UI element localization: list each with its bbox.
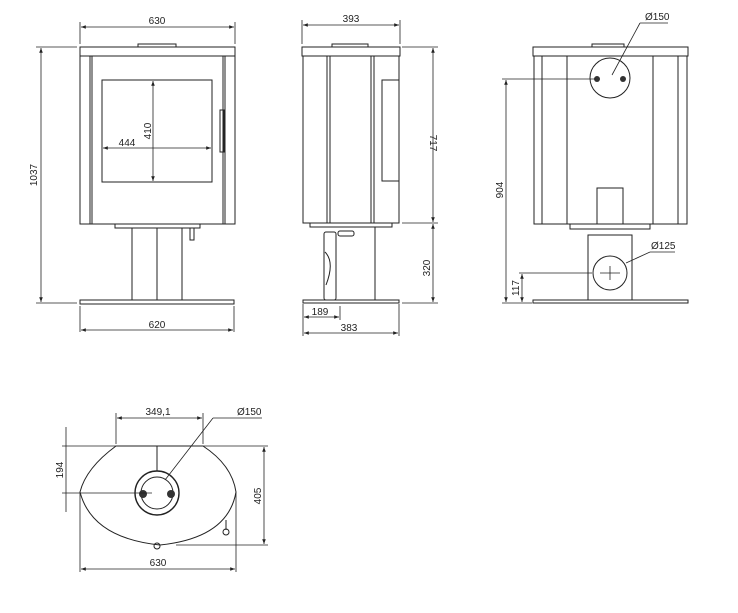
dim-depth: 405 bbox=[253, 487, 264, 504]
front-view: 630 1037 444 410 620 bbox=[29, 16, 236, 332]
label-rear-intake-diameter: Ø125 bbox=[651, 241, 676, 252]
dim-width-top: 630 bbox=[149, 16, 166, 27]
dim-width: 630 bbox=[150, 558, 167, 569]
dim-base-depth: 383 bbox=[341, 323, 358, 334]
dim-glass-width: 444 bbox=[119, 138, 136, 149]
dim-flue-offset: 194 bbox=[55, 461, 66, 478]
top-view: 349,1 Ø150 194 405 630 bbox=[55, 407, 268, 572]
glass-window bbox=[101, 79, 213, 183]
rear-view: Ø150 Ø125 904 117 bbox=[495, 12, 689, 304]
rear-air-intake bbox=[592, 255, 628, 291]
dim-glass-height: 410 bbox=[143, 122, 154, 139]
top-flue-outlet bbox=[589, 57, 631, 99]
dim-depth-top: 393 bbox=[343, 14, 360, 25]
dim-pedestal-offset: 189 bbox=[312, 307, 329, 318]
dim-body-height: 717 bbox=[427, 135, 438, 152]
dim-pedestal-height: 320 bbox=[422, 259, 433, 276]
base-plate bbox=[79, 299, 235, 305]
dim-rear-intake-height: 117 bbox=[511, 280, 522, 296]
dim-top-flue-height: 904 bbox=[495, 181, 506, 198]
dim-flat-width: 349,1 bbox=[145, 407, 170, 418]
side-view: 393 717 320 189 383 bbox=[301, 14, 438, 336]
dim-height-total: 1037 bbox=[29, 163, 40, 186]
label-top-flue-diameter: Ø150 bbox=[645, 12, 670, 23]
label-top-flue-diameter-plan: Ø150 bbox=[237, 407, 262, 418]
dim-base-width: 620 bbox=[149, 320, 166, 331]
